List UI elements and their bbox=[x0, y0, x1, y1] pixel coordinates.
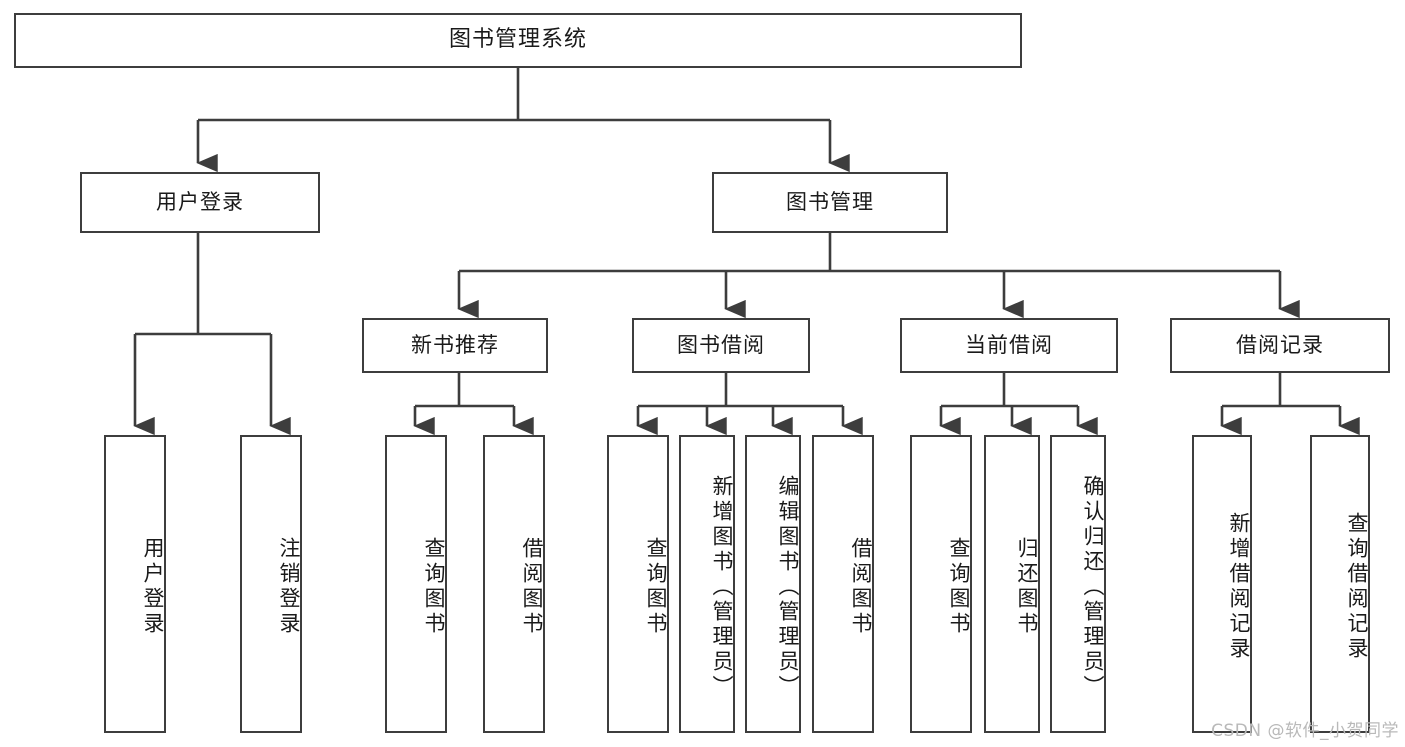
node-current-borrow-label: 当前借阅 bbox=[965, 332, 1053, 357]
node-leaf-borrow-book-recommend[interactable]: 借阅图书 bbox=[483, 435, 545, 733]
node-new-book-recommend-label: 新书推荐 bbox=[411, 332, 499, 357]
node-leaf-borrow-book-label: 借阅图书 bbox=[849, 537, 873, 637]
node-leaf-query-book-recommend-label: 查询图书 bbox=[422, 537, 446, 637]
node-book-borrow-label: 图书借阅 bbox=[677, 332, 765, 357]
node-leaf-query-book-borrow[interactable]: 查询图书 bbox=[607, 435, 669, 733]
node-leaf-edit-book-admin-label: 编辑图书（管理员） bbox=[776, 474, 800, 700]
node-root[interactable]: 图书管理系统 bbox=[14, 13, 1022, 68]
watermark-text: CSDN @软件_小贺同学 bbox=[1211, 721, 1399, 741]
node-leaf-add-borrow-record[interactable]: 新增借阅记录 bbox=[1192, 435, 1252, 733]
node-book-management[interactable]: 图书管理 bbox=[712, 172, 948, 233]
node-leaf-query-borrow-record[interactable]: 查询借阅记录 bbox=[1310, 435, 1370, 733]
node-leaf-user-logout-label: 注销登录 bbox=[277, 537, 301, 637]
node-leaf-return-book-label: 归还图书 bbox=[1015, 537, 1039, 637]
node-leaf-query-borrow-record-label: 查询借阅记录 bbox=[1345, 512, 1369, 662]
node-leaf-confirm-return-admin[interactable]: 确认归还（管理员） bbox=[1050, 435, 1106, 733]
node-leaf-borrow-book[interactable]: 借阅图书 bbox=[812, 435, 874, 733]
node-leaf-add-book-admin-label: 新增图书（管理员） bbox=[710, 474, 734, 700]
node-root-label: 图书管理系统 bbox=[448, 27, 587, 53]
node-borrow-record-label: 借阅记录 bbox=[1236, 332, 1324, 357]
node-user-login[interactable]: 用户登录 bbox=[80, 172, 320, 233]
node-new-book-recommend[interactable]: 新书推荐 bbox=[362, 318, 548, 373]
node-leaf-user-logout[interactable]: 注销登录 bbox=[240, 435, 302, 733]
node-leaf-query-book-borrow-label: 查询图书 bbox=[644, 537, 668, 637]
node-leaf-query-book-current-label: 查询图书 bbox=[947, 537, 971, 637]
node-user-login-label: 用户登录 bbox=[156, 189, 244, 214]
node-leaf-add-book-admin[interactable]: 新增图书（管理员） bbox=[679, 435, 735, 733]
node-leaf-return-book[interactable]: 归还图书 bbox=[984, 435, 1040, 733]
node-leaf-borrow-book-recommend-label: 借阅图书 bbox=[520, 537, 544, 637]
node-leaf-user-login[interactable]: 用户登录 bbox=[104, 435, 166, 733]
node-leaf-add-borrow-record-label: 新增借阅记录 bbox=[1227, 512, 1251, 662]
node-book-management-label: 图书管理 bbox=[786, 189, 874, 214]
node-leaf-confirm-return-admin-label: 确认归还（管理员） bbox=[1081, 474, 1105, 700]
node-borrow-record[interactable]: 借阅记录 bbox=[1170, 318, 1390, 373]
node-current-borrow[interactable]: 当前借阅 bbox=[900, 318, 1118, 373]
node-leaf-edit-book-admin[interactable]: 编辑图书（管理员） bbox=[745, 435, 801, 733]
node-leaf-query-book-current[interactable]: 查询图书 bbox=[910, 435, 972, 733]
node-leaf-query-book-recommend[interactable]: 查询图书 bbox=[385, 435, 447, 733]
node-book-borrow[interactable]: 图书借阅 bbox=[632, 318, 810, 373]
node-leaf-user-login-label: 用户登录 bbox=[141, 537, 165, 637]
